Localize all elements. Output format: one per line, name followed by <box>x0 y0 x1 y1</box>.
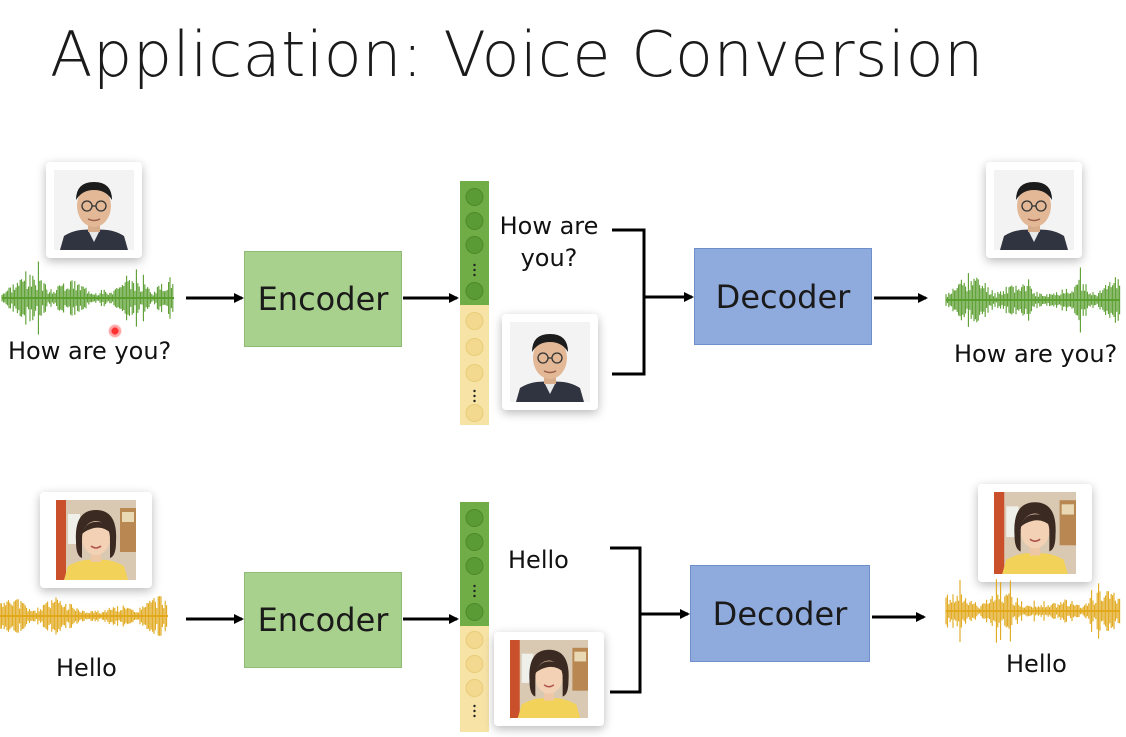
speaker-vector-2 <box>460 626 489 732</box>
arrow-encoder-to-vector-2 <box>403 614 459 624</box>
input-speaker-photo-2 <box>40 492 152 588</box>
woman-portrait-icon <box>55 500 137 580</box>
input-text-label-2: Hello <box>56 654 117 682</box>
slide-title: Application: Voice Conversion <box>50 18 984 91</box>
man-portrait-icon <box>994 170 1074 250</box>
encoder-block-1: Encoder <box>244 251 402 347</box>
content-vector-1 <box>460 181 489 305</box>
content-label-1: How are you? <box>499 212 599 272</box>
arrow-decoder-to-output-2 <box>872 612 926 622</box>
man-portrait-icon <box>54 170 134 250</box>
merge-bracket-1 <box>612 228 694 376</box>
output-speaker-photo-2 <box>978 484 1092 582</box>
woman-portrait-icon <box>993 492 1077 574</box>
speaker-embedding-photo-2 <box>494 632 604 726</box>
arrow-encoder-to-vector-1 <box>403 293 459 303</box>
output-text-label-2: Hello <box>1006 650 1067 678</box>
speaker-embedding-photo-1 <box>502 314 598 410</box>
man-portrait-icon <box>510 322 590 402</box>
woman-portrait-icon <box>509 640 589 718</box>
content-label-2: Hello <box>508 546 569 574</box>
output-waveform-2 <box>945 579 1121 643</box>
input-text-label-1: How are you? <box>8 337 172 365</box>
arrow-input-to-encoder-2 <box>186 614 244 624</box>
merge-bracket-2 <box>610 546 690 694</box>
encoder-block-2: Encoder <box>244 572 402 668</box>
arrow-decoder-to-output-1 <box>874 293 928 303</box>
input-waveform-2 <box>0 596 168 636</box>
output-speaker-photo-1 <box>986 162 1082 258</box>
decoder-block-1: Decoder <box>694 248 872 345</box>
speaker-vector-1 <box>460 305 489 425</box>
output-text-label-1: How are you? <box>954 340 1118 368</box>
content-vector-2 <box>460 502 489 626</box>
output-waveform-1 <box>945 267 1121 333</box>
laser-pointer-icon <box>108 324 122 338</box>
input-waveform-1 <box>1 261 174 335</box>
decoder-block-2: Decoder <box>690 565 870 662</box>
input-speaker-photo-1 <box>46 162 142 258</box>
arrow-input-to-encoder-1 <box>186 293 244 303</box>
